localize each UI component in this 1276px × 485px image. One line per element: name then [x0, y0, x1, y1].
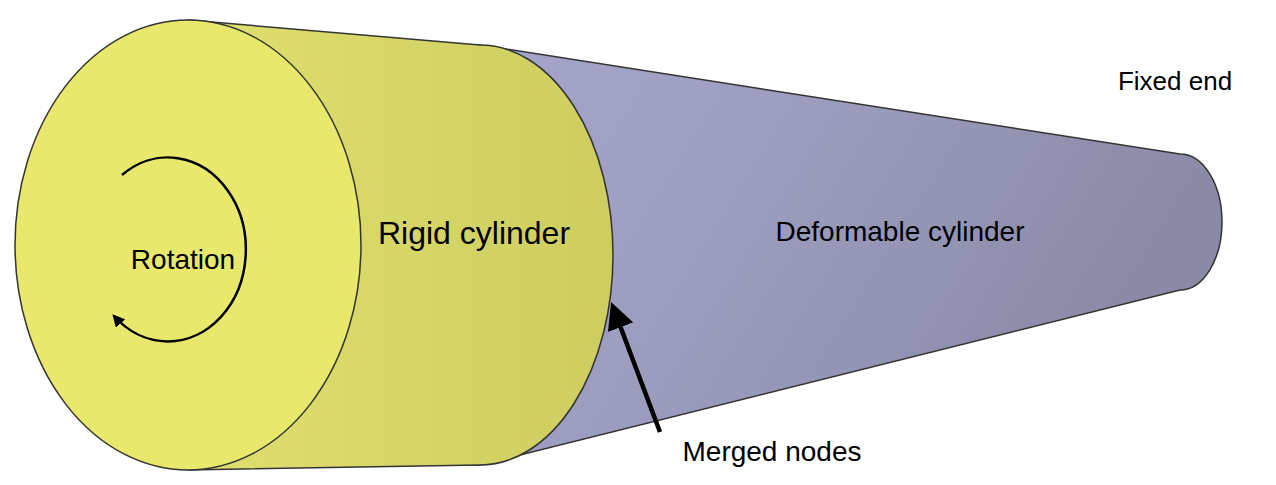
- annotation-label: Merged nodes: [682, 436, 861, 468]
- leader-arrow: [613, 307, 660, 432]
- cylinder-region: Rotation Rigid cylinder: [15, 20, 615, 470]
- cylinder-region: Deformable cylinder: [615, 100, 1225, 400]
- rotation-arrow: [114, 157, 246, 341]
- part-label: Rigid cylinder: [378, 215, 570, 252]
- part-label: Rotation: [131, 244, 235, 276]
- rigid-cylinder-face: [15, 20, 361, 470]
- annotation-label: Fixed end: [1118, 67, 1232, 97]
- part-label: Deformable cylinder: [776, 216, 1025, 248]
